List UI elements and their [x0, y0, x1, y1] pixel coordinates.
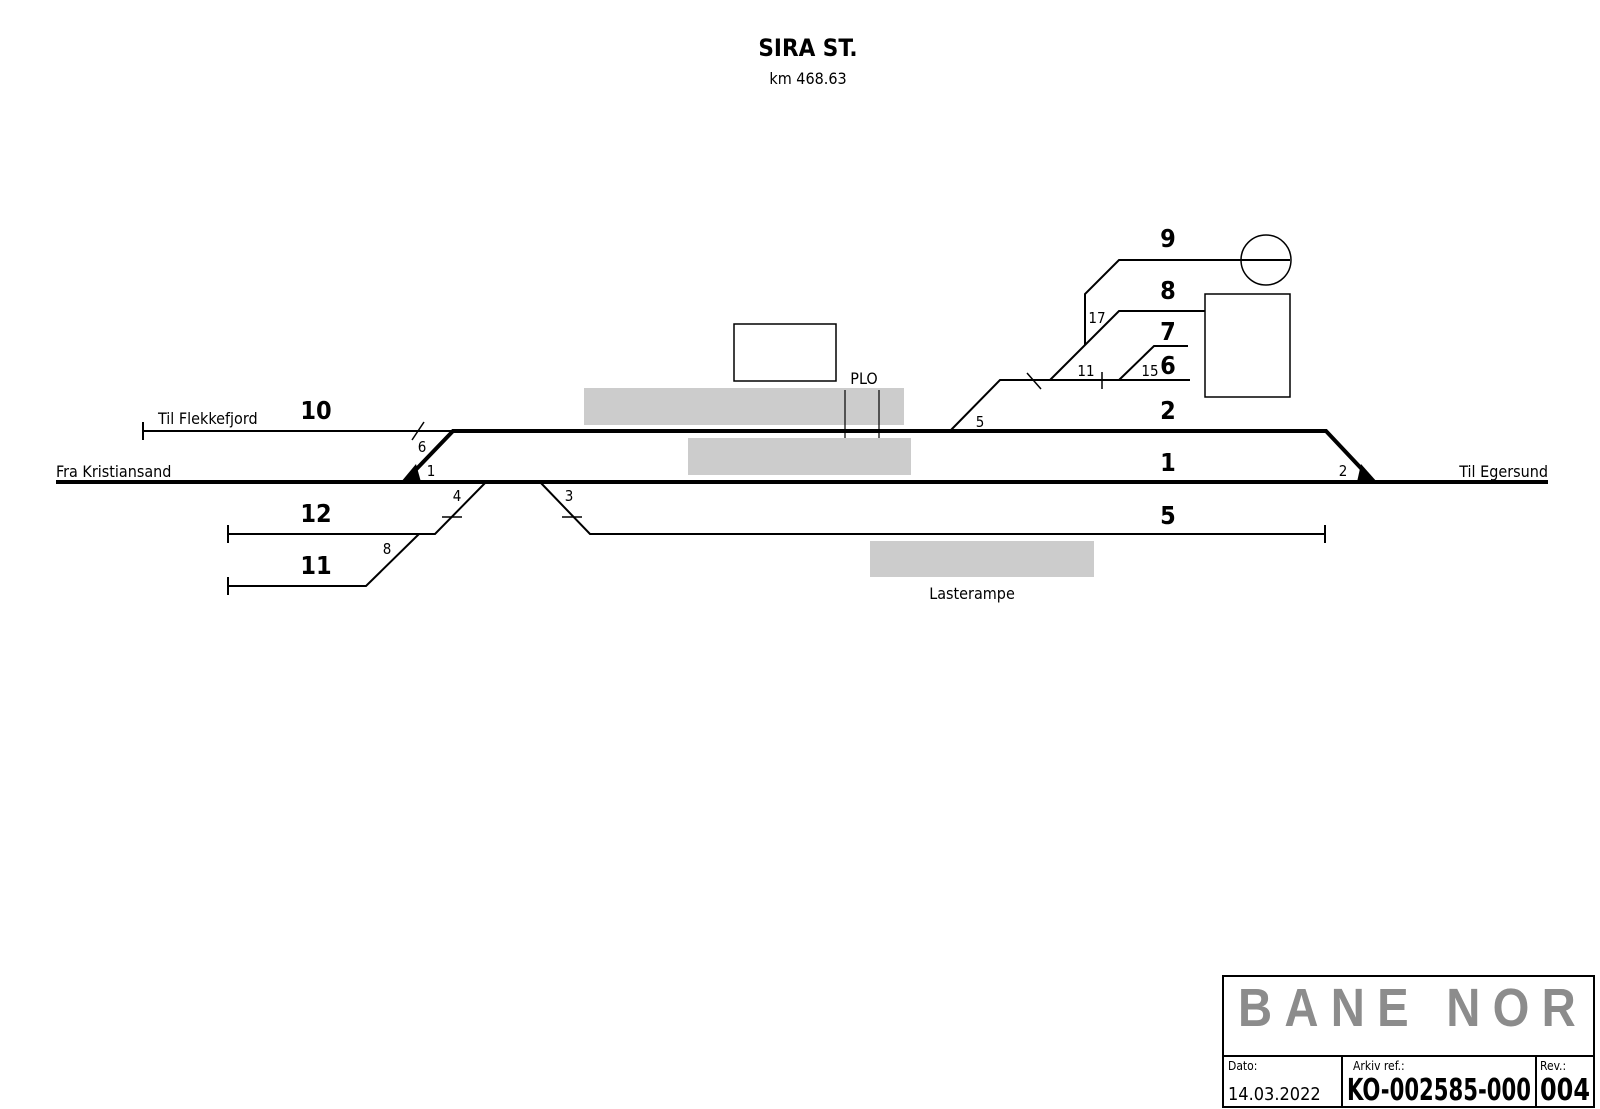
loading-ramp-platform — [870, 541, 1094, 577]
track-number-8: 8 — [1160, 276, 1176, 305]
switch-number-15: 15 — [1141, 362, 1158, 380]
track-number-2: 2 — [1160, 396, 1176, 425]
switch-number-4: 4 — [453, 487, 462, 505]
switch-number-6: 6 — [418, 438, 427, 456]
archive-value: KO-002585-000 — [1347, 1073, 1531, 1108]
title-block — [1222, 975, 1595, 1108]
rev-value: 004 — [1540, 1073, 1590, 1108]
track-number-11: 11 — [300, 551, 331, 580]
track-8 — [1049, 310, 1205, 381]
track-7 — [1118, 345, 1188, 381]
track-12 — [228, 481, 487, 535]
plo-label: PLO — [850, 369, 877, 388]
date-label: Dato: — [1228, 1059, 1257, 1073]
switch-number-17: 17 — [1088, 309, 1105, 327]
archive-label: Arkiv ref.: — [1353, 1059, 1405, 1073]
track-10-fouling-mark — [411, 421, 425, 441]
track-2 — [402, 429, 1376, 484]
switch-number-3: 3 — [565, 487, 574, 505]
station-km: km 468.63 — [769, 69, 846, 88]
switch-2-frog — [1357, 464, 1377, 482]
switch-number-1: 1 — [427, 462, 436, 480]
track-9 — [1084, 259, 1290, 345]
track-number-5: 5 — [1160, 501, 1176, 530]
track-6-fouling-mark-a — [1026, 372, 1042, 390]
track-5 — [539, 481, 1325, 535]
track-6 — [949, 379, 1190, 432]
bane-nor-logo: BANE NOR — [1238, 978, 1588, 1038]
loading-ramp-label: Lasterampe — [929, 584, 1015, 603]
track-number-1: 1 — [1160, 448, 1176, 477]
track-number-10: 10 — [300, 396, 331, 425]
turntable — [1240, 234, 1292, 286]
switch-number-5: 5 — [976, 413, 985, 431]
direction-kristiansand: Fra Kristiansand — [56, 462, 171, 481]
track-number-12: 12 — [300, 499, 331, 528]
direction-flekkefjord: Til Flekkefjord — [157, 409, 258, 428]
switch-number-8: 8 — [383, 540, 392, 558]
direction-egersund: Til Egersund — [1458, 462, 1548, 481]
station-title: SIRA ST. — [758, 34, 857, 62]
track-number-7: 7 — [1160, 317, 1176, 346]
platform-track-2 — [584, 388, 904, 425]
date-value: 14.03.2022 — [1228, 1084, 1321, 1105]
track-11 — [228, 533, 420, 587]
station-building — [733, 323, 837, 382]
switch-1-frog — [401, 464, 421, 482]
track-number-9: 9 — [1160, 224, 1176, 253]
switch-number-2: 2 — [1339, 462, 1348, 480]
rev-label: Rev.: — [1540, 1059, 1566, 1073]
engine-shed — [1204, 293, 1291, 398]
track-number-6: 6 — [1160, 351, 1176, 380]
platform-track-1 — [688, 438, 911, 475]
switch-number-11: 11 — [1077, 362, 1094, 380]
